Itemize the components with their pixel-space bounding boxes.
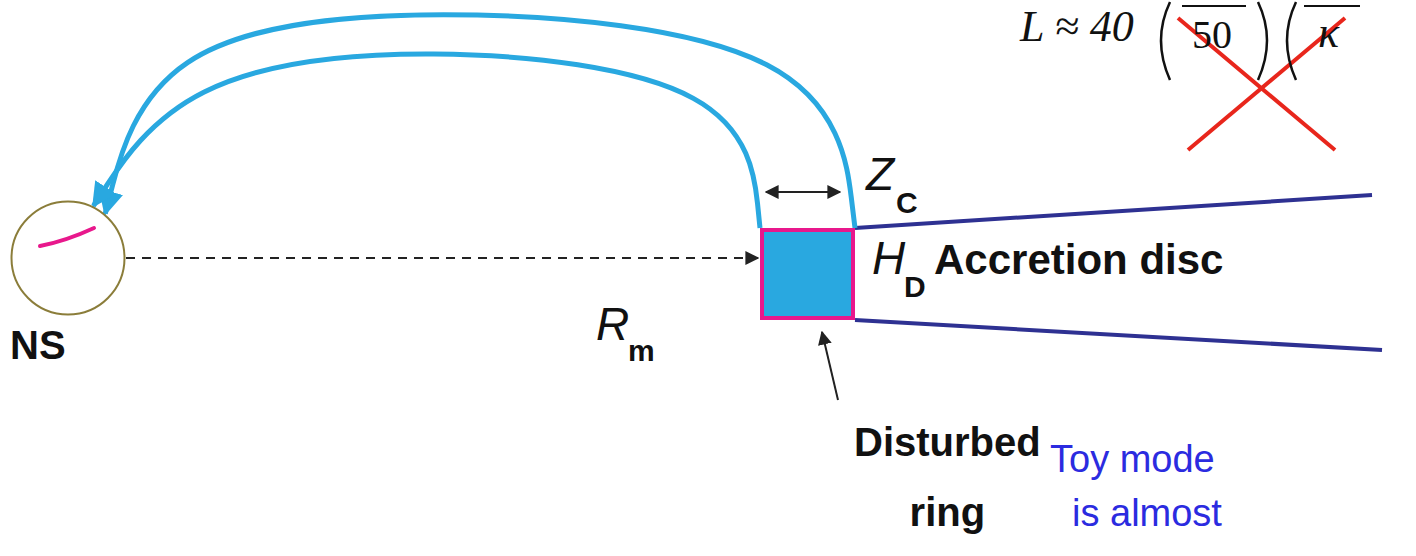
fraction-bar: [1304, 5, 1360, 7]
leader-arrow: [822, 332, 838, 400]
fraction-bar: [1182, 5, 1246, 7]
subscript: C: [896, 186, 918, 221]
region-label: Accretion disc: [934, 236, 1223, 284]
hot-spot: [40, 228, 94, 246]
disc-edge: [855, 195, 1372, 228]
note-text: is almost: [1072, 492, 1222, 536]
flow-arc: [105, 15, 855, 228]
dimension-arrow: [766, 191, 840, 193]
subscript: m: [628, 334, 655, 369]
formula-text: L ≈ 40: [1020, 2, 1134, 53]
disturbed-ring: Disturbed ring: [760, 228, 855, 320]
parenthesis: [1258, 2, 1267, 80]
star-outline: [10, 200, 126, 316]
flow-arc: [93, 54, 760, 228]
node-label: Disturbed ring: [854, 407, 1041, 547]
parenthesis: [1161, 2, 1170, 80]
symbol-letter: R: [596, 298, 629, 351]
disc-edge: [855, 320, 1382, 350]
note-text: Toy mode: [1050, 438, 1215, 482]
parenthesis: [1287, 2, 1296, 80]
radius-line: [126, 257, 758, 259]
formula-number: 50: [1192, 12, 1232, 58]
formula-symbol: κ: [1318, 8, 1339, 59]
star-circle: [12, 202, 125, 315]
subscript: D: [904, 270, 926, 305]
node-label: NS: [10, 322, 66, 368]
symbol-letter: H: [872, 232, 905, 285]
symbol-letter: Z: [866, 148, 894, 201]
neutron-star: NS: [10, 200, 126, 316]
